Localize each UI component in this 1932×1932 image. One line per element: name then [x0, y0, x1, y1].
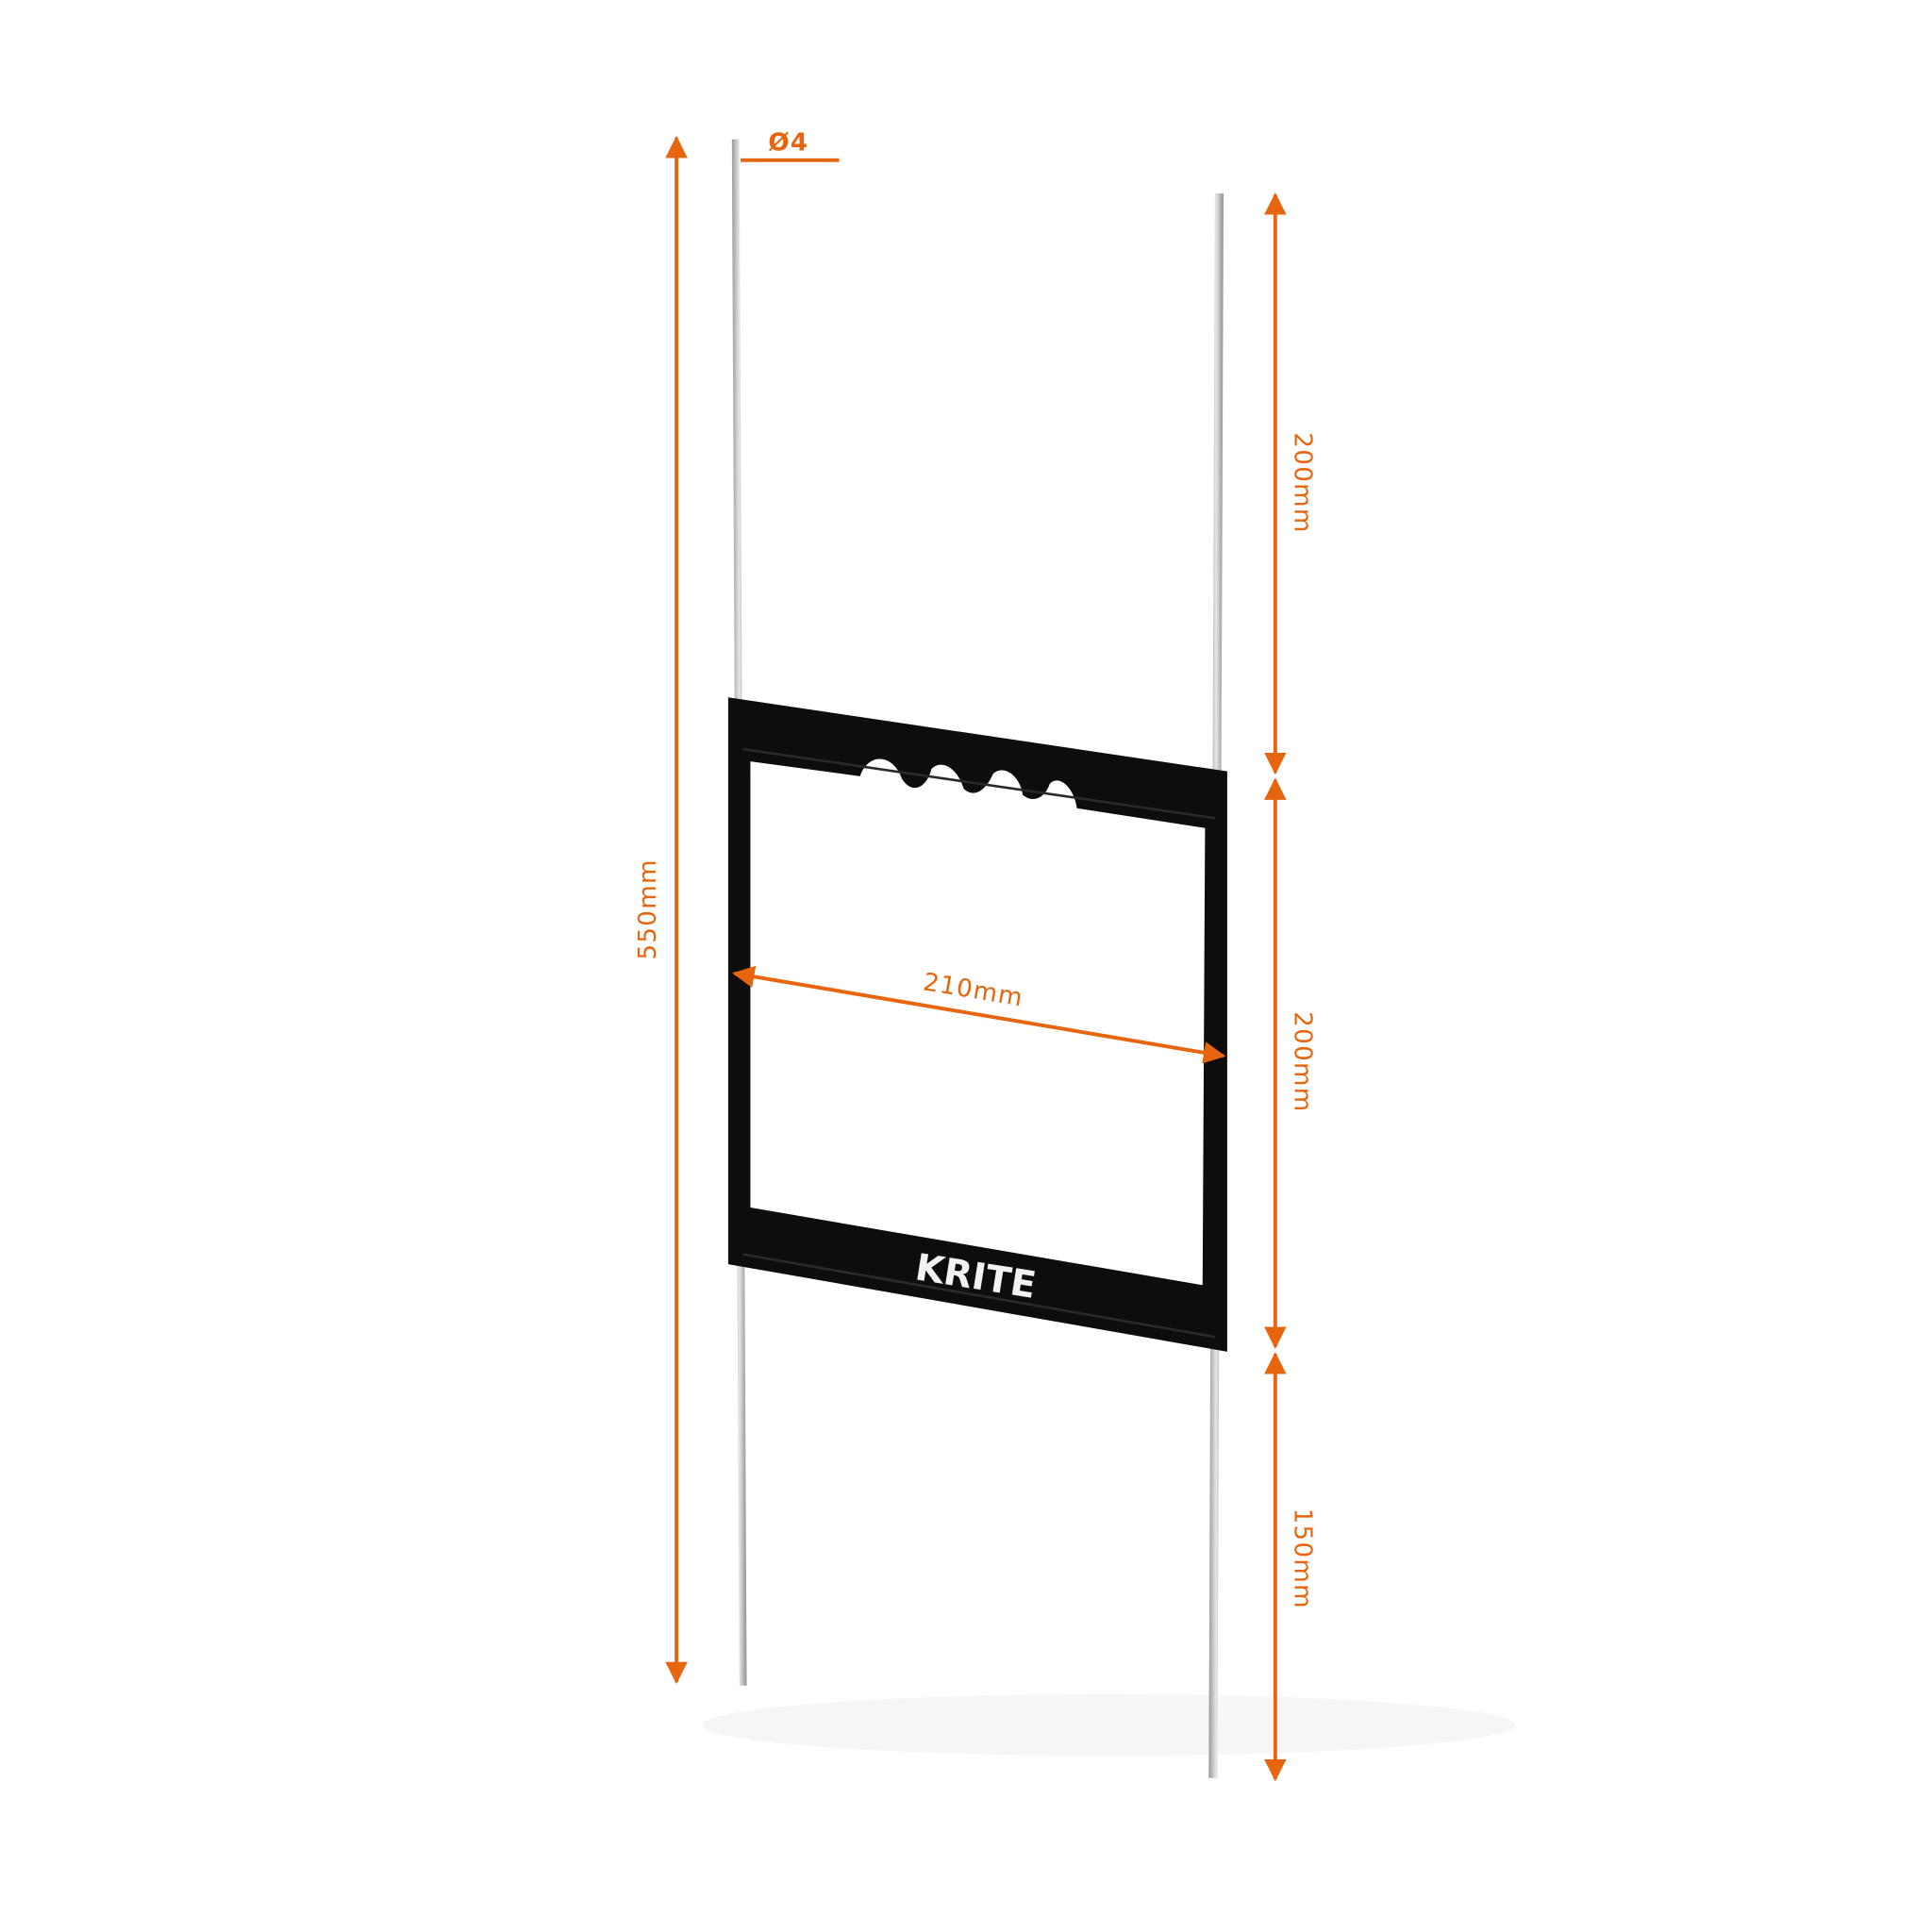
upper-rod-label: 200mm: [1289, 432, 1317, 533]
total-height-label: 550mm: [634, 858, 662, 959]
frame-width-arrow: [732, 965, 1226, 1064]
frame-bottom-edge: [742, 1253, 1216, 1339]
frame-top-edge: [742, 747, 1216, 820]
lower-rod-label: 150mm: [1289, 1508, 1317, 1609]
rod-diameter-label: Ø4: [768, 128, 808, 157]
frame-height-label: 200mm: [1289, 1011, 1317, 1112]
sign-frame: [727, 697, 1227, 1352]
ground-shadow: [702, 1693, 1516, 1757]
